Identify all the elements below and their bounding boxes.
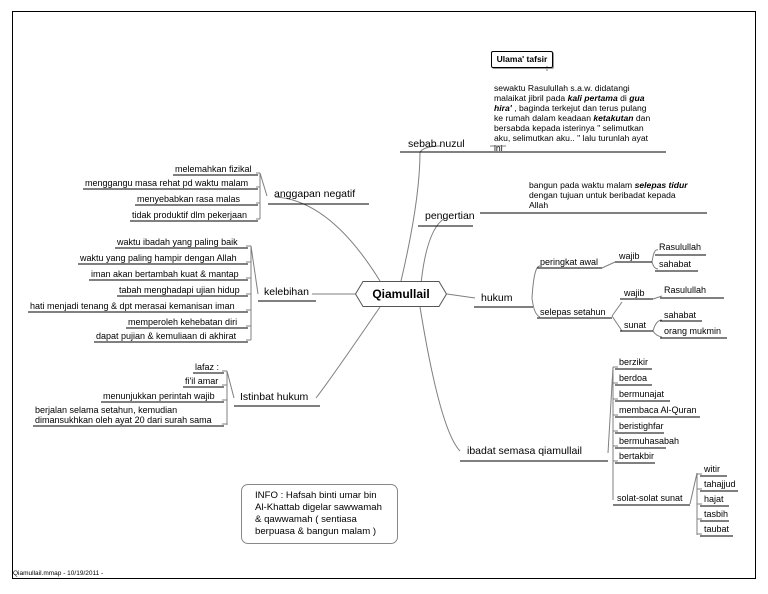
solat-item[interactable]: tahajjud	[704, 479, 736, 489]
ibadat-item[interactable]: berzikir	[619, 357, 649, 367]
kelebihan-item[interactable]: hati menjadi tenang & dpt merasai kemani…	[30, 301, 235, 311]
ibadat-item[interactable]: bertakbir	[619, 451, 655, 461]
kelebihan-item[interactable]: waktu yang paling hampir dengan Allah	[80, 253, 237, 263]
topic-anggapan-negatif[interactable]: anggapan negatif	[274, 188, 356, 200]
kelebihan-item[interactable]: waktu ibadah yang paling baik	[117, 237, 238, 247]
solat-item[interactable]: tasbih	[704, 509, 729, 519]
central-topic-shape	[355, 281, 447, 307]
kelebihan-item[interactable]: memperoleh kehebatan diri	[128, 317, 238, 327]
ibadat-item[interactable]: membaca Al-Quran	[619, 405, 697, 415]
info-box[interactable]: INFO : Hafsah binti umar bin Al-Khattab …	[241, 484, 398, 544]
solat-item[interactable]: hajat	[704, 494, 724, 504]
solat-item[interactable]: witir	[704, 464, 720, 474]
hukum-orang-mukmin[interactable]: orang mukmin	[664, 326, 722, 336]
topic-ibadat[interactable]: ibadat semasa qiamullail	[467, 445, 582, 457]
istinbat-berjalan-line1[interactable]: berjalan selama setahun, kemudian	[35, 405, 178, 415]
info-line: berpuasa & bangun malam )	[255, 526, 377, 537]
ibadat-item[interactable]: berdoa	[619, 373, 648, 383]
ibadat-item[interactable]: beristighfar	[619, 421, 664, 431]
info-line: & qawwamah ( sentiasa	[255, 514, 357, 525]
anggapan-item[interactable]: menggangu masa rehat pd waktu malam	[85, 178, 249, 188]
hukum-wajib-awal[interactable]: wajib	[619, 251, 640, 261]
hukum-sahabat-setahun[interactable]: sahabat	[664, 310, 697, 320]
kelebihan-item[interactable]: iman akan bertambah kuat & mantap	[91, 269, 239, 279]
callout-ulama-tafsir[interactable]: Ulama' tafsir	[491, 51, 553, 68]
hukum-sunat[interactable]: sunat	[624, 320, 647, 330]
sebab-nuzul-text[interactable]: sewaktu Rasulullah s.a.w. didatangi mala…	[494, 83, 651, 153]
hukum-selepas-setahun[interactable]: selepas setahun	[540, 307, 606, 317]
ibadat-item[interactable]: bermunajat	[619, 389, 665, 399]
ibadat-item[interactable]: bermuhasabah	[619, 436, 680, 446]
kelebihan-item[interactable]: tabah menghadapi ujian hidup	[119, 285, 240, 295]
kelebihan-item[interactable]: dapat pujian & kemuliaan di akhirat	[96, 331, 237, 341]
topic-hukum[interactable]: hukum	[481, 292, 513, 304]
istinbat-menunjukkan[interactable]: menunjukkan perintah wajib	[103, 391, 215, 401]
anggapan-item[interactable]: tidak produktif dlm pekerjaan	[132, 210, 248, 220]
hukum-rasulullah-setahun[interactable]: Rasulullah	[664, 285, 707, 295]
anggapan-item[interactable]: melemahkan fizikal	[175, 164, 252, 174]
page-border	[12, 11, 756, 579]
info-line: INFO : Hafsah binti umar bin	[255, 490, 377, 501]
hukum-sahabat-awal[interactable]: sahabat	[659, 259, 692, 269]
hukum-peringkat-awal[interactable]: peringkat awal	[540, 257, 599, 267]
hukum-rasulullah-awal[interactable]: Rasulullah	[659, 242, 702, 252]
istinbat-lafaz[interactable]: lafaz :	[195, 362, 220, 372]
anggapan-item[interactable]: menyebabkan rasa malas	[137, 194, 241, 204]
central-topic-label: Qiamullail	[372, 287, 430, 301]
topic-istinbat-hukum[interactable]: Istinbat hukum	[240, 391, 309, 403]
hukum-wajib-setahun[interactable]: wajib	[624, 288, 645, 298]
istinbat-fiil-amar[interactable]: fi'il amar	[185, 376, 219, 386]
pengertian-text[interactable]: bangun pada waktu malam selepas tidur de…	[529, 180, 688, 210]
ibadat-solat-sunat[interactable]: solat-solat sunat	[617, 493, 683, 503]
central-topic[interactable]: Qiamullail	[355, 281, 447, 307]
topic-pengertian[interactable]: pengertian	[425, 210, 475, 222]
info-line: Al-Khattab digelar sawwamah	[255, 502, 382, 513]
topic-kelebihan[interactable]: kelebihan	[264, 286, 309, 298]
solat-item[interactable]: taubat	[704, 524, 730, 534]
footer-filename: Qiamullail.mmap - 10/19/2011 -	[13, 570, 104, 577]
topic-sebab-nuzul[interactable]: sebab nuzul	[408, 138, 465, 150]
istinbat-berjalan-line2[interactable]: dimansukhkan oleh ayat 20 dari surah sam…	[35, 415, 212, 425]
